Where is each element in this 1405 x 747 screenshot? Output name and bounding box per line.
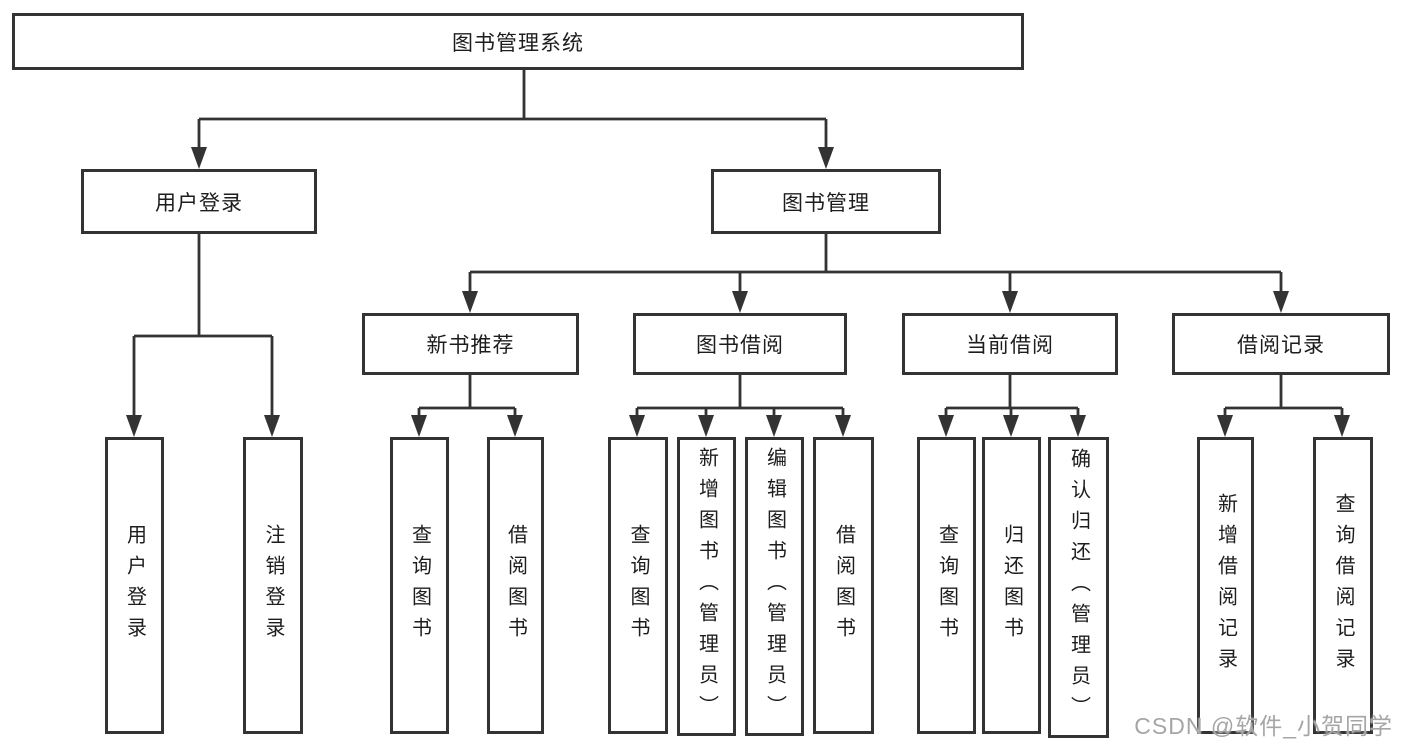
node-label: 注销登录 (262, 523, 284, 648)
node-label: 用户登录 (123, 523, 146, 648)
node-library-management-system: 图书管理系统 (12, 13, 1024, 70)
node-label: 图书借阅 (696, 334, 784, 357)
leaf-user-login: 用户登录 (105, 437, 164, 734)
node-label: 借阅记录 (1237, 334, 1325, 357)
leaf-add-borrow-record: 新增借阅记录 (1197, 437, 1254, 734)
node-borrowing-records: 借阅记录 (1172, 313, 1390, 375)
leaf-add-books-admin: 新增图书（管理员） (677, 437, 736, 736)
node-new-book-recommendation: 新书推荐 (362, 313, 579, 375)
node-book-management: 图书管理 (711, 169, 941, 234)
node-label: 图书管理系统 (452, 31, 584, 55)
leaf-query-books-current: 查询图书 (917, 437, 976, 734)
node-label: 编辑图书（管理员） (763, 447, 786, 726)
leaf-query-borrow-record: 查询借阅记录 (1313, 437, 1373, 734)
node-label: 确认归还（管理员） (1067, 448, 1090, 727)
node-label: 新增借阅记录 (1214, 492, 1237, 679)
node-label: 当前借阅 (966, 334, 1054, 357)
node-user-login: 用户登录 (81, 169, 317, 234)
leaf-borrow-books: 借阅图书 (813, 437, 874, 734)
node-label: 借阅图书 (832, 523, 855, 648)
node-label: 查询图书 (408, 523, 431, 648)
node-label: 新增图书（管理员） (695, 447, 718, 726)
node-label: 新书推荐 (426, 334, 515, 357)
leaf-borrow-books-recommend: 借阅图书 (487, 437, 544, 734)
node-book-borrowing: 图书借阅 (633, 313, 847, 375)
node-label: 查询借阅记录 (1332, 492, 1354, 679)
node-label: 查询图书 (935, 523, 958, 648)
leaf-query-books-recommend: 查询图书 (390, 437, 449, 734)
arrowhead-icons (126, 147, 1350, 437)
node-label: 归还图书 (1000, 523, 1023, 648)
node-label: 借阅图书 (504, 523, 527, 648)
node-label: 用户登录 (155, 191, 243, 215)
node-label: 图书管理 (782, 191, 870, 215)
csdn-watermark: CSDN @软件_小贺同学 (1134, 713, 1393, 739)
leaf-return-books: 归还图书 (982, 437, 1041, 734)
node-current-borrowing: 当前借阅 (902, 313, 1118, 375)
node-label: 查询图书 (627, 523, 649, 648)
leaf-edit-books-admin: 编辑图书（管理员） (745, 437, 804, 736)
leaf-logout: 注销登录 (243, 437, 303, 734)
leaf-query-books-borrowing: 查询图书 (608, 437, 668, 734)
leaf-confirm-return-admin: 确认归还（管理员） (1048, 437, 1109, 738)
